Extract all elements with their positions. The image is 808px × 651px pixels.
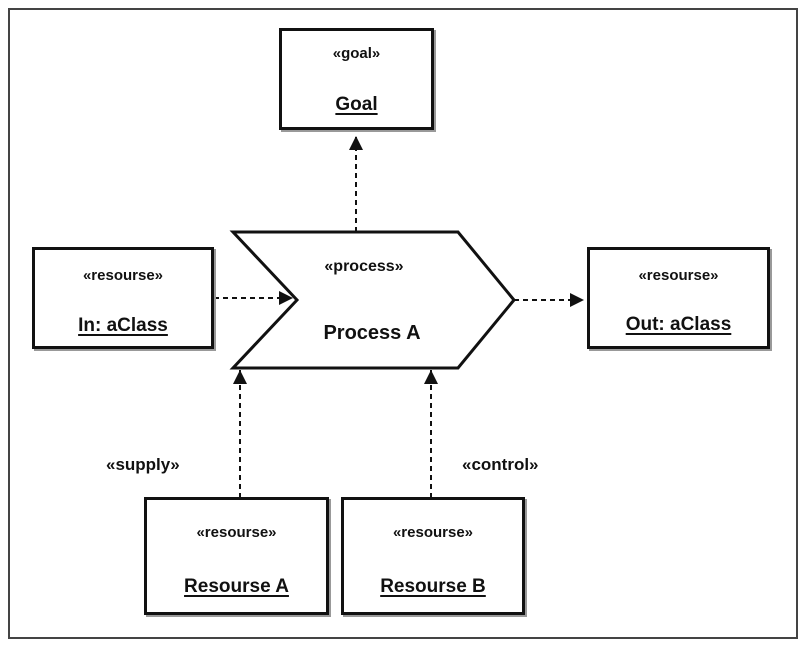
process-stereotype: «process»	[324, 258, 404, 275]
resource-a-box: «resourse» Resourse A	[144, 497, 329, 615]
resource-a-name: Resourse A	[184, 576, 289, 597]
resource-b-stereotype: «resourse»	[392, 524, 474, 541]
input-name: In: aClass	[78, 315, 168, 336]
input-stereotype: «resourse»	[82, 267, 164, 284]
diagram-frame	[8, 8, 798, 639]
output-name: Out: aClass	[625, 314, 732, 335]
control-label: «control»	[462, 455, 539, 474]
resource-b-box: «resourse» Resourse B	[341, 497, 525, 615]
goal-name: Goal	[335, 94, 378, 115]
goal-stereotype: «goal»	[332, 45, 381, 62]
input-box: «resourse» In: aClass	[32, 247, 214, 349]
process-name: Process A	[323, 322, 421, 344]
process-chevron	[229, 230, 516, 370]
resource-b-name: Resourse B	[380, 576, 486, 597]
supply-label: «supply»	[106, 455, 180, 474]
output-stereotype: «resourse»	[638, 267, 719, 284]
output-box: «resourse» Out: aClass	[587, 247, 770, 349]
goal-box: «goal» Goal	[279, 28, 434, 130]
resource-a-stereotype: «resourse»	[196, 524, 277, 541]
